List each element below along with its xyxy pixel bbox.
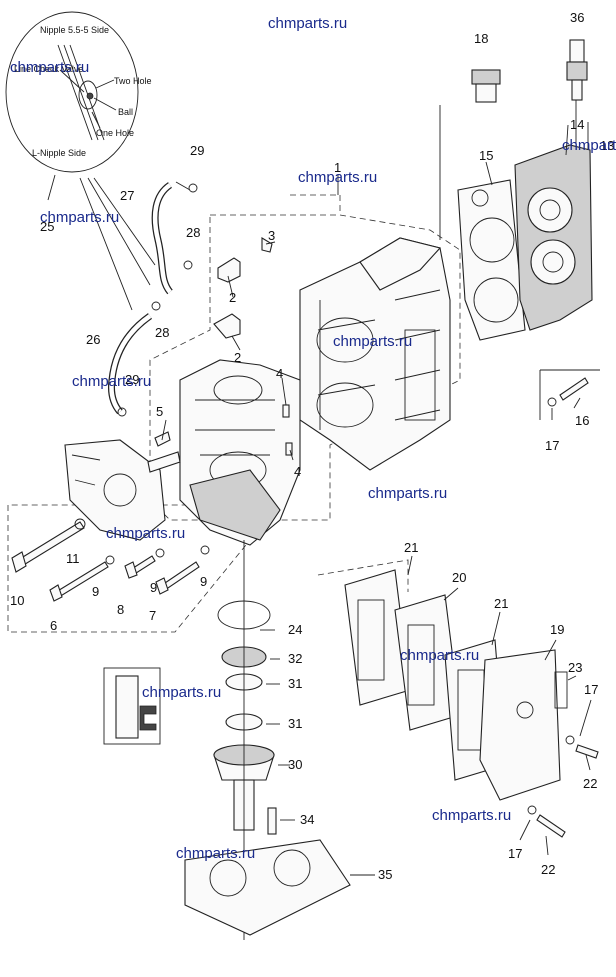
- callout-13: 13: [600, 138, 614, 153]
- elbow-nipples: [213, 237, 273, 339]
- callout-4b: 4: [294, 464, 301, 479]
- callout-1: 1: [334, 160, 341, 175]
- callout-26: 26: [86, 332, 100, 347]
- callout-22b: 22: [541, 862, 555, 877]
- hose-clips: [117, 183, 198, 417]
- callout-34: 34: [300, 812, 314, 827]
- callout-21b: 21: [494, 596, 508, 611]
- watermark-10: chmparts.ru: [400, 647, 479, 664]
- bearing-detail-inset: [103, 667, 161, 745]
- watermark-5: chmparts.ru: [40, 209, 119, 226]
- callout-31a: 31: [288, 676, 302, 691]
- inset-check-valve-label: Line Check Valve: [14, 64, 83, 74]
- callout-17a: 17: [545, 438, 559, 453]
- callout-22a: 22: [583, 776, 597, 791]
- callout-17c: 17: [508, 846, 522, 861]
- check-valve-inset: Nipple 5.5-5 Side Line Check Valve Two H…: [5, 11, 152, 173]
- watermark-1: chmparts.ru: [268, 15, 347, 32]
- cylinder-head: [514, 144, 593, 331]
- inset-one-hole-label: One Hole: [96, 128, 134, 138]
- callout-17b: 17: [584, 682, 598, 697]
- watermark-3: chmparts.ru: [562, 137, 616, 154]
- callout-29a: 29: [190, 143, 204, 158]
- callout-30: 30: [288, 757, 302, 772]
- callout-9a: 9: [92, 584, 99, 599]
- callout-16: 16: [575, 413, 589, 428]
- callout-2a: 2: [229, 290, 236, 305]
- watermarks: chmparts.ru chmparts.ru chmparts.ru chmp…: [10, 15, 616, 862]
- callout-18: 18: [474, 31, 488, 46]
- callout-5: 5: [156, 404, 163, 419]
- callout-7: 7: [149, 608, 156, 623]
- callout-19: 19: [550, 622, 564, 637]
- base-gasket: [184, 839, 351, 936]
- cylinder-block: [299, 237, 451, 471]
- inset-ball-label: Ball: [118, 107, 133, 117]
- watermark-6: chmparts.ru: [333, 333, 412, 350]
- callout-9b: 9: [150, 580, 157, 595]
- callout-24: 24: [288, 622, 302, 637]
- fuel-hose-27: [151, 181, 191, 295]
- callout-14: 14: [570, 117, 584, 132]
- callout-15: 15: [479, 148, 493, 163]
- seal-stack: [213, 540, 277, 940]
- callout-23: 23: [568, 660, 582, 675]
- callout-28a: 28: [186, 225, 200, 240]
- spark-plug: [566, 39, 588, 101]
- cylinder-head-gasket: [457, 179, 526, 341]
- watermark-13: chmparts.ru: [176, 845, 255, 862]
- callout-27: 27: [120, 188, 134, 203]
- callout-2b: 2: [234, 350, 241, 365]
- callout-3: 3: [268, 228, 275, 243]
- crankcase-bolts: [11, 431, 210, 602]
- callout-4a: 4: [276, 366, 283, 381]
- reed-valve-plates: [317, 559, 568, 801]
- crankcase: [179, 359, 301, 546]
- watermark-8: chmparts.ru: [368, 485, 447, 502]
- callout-32: 32: [288, 651, 302, 666]
- callout-21a: 21: [404, 540, 418, 555]
- watermark-7: chmparts.ru: [72, 373, 151, 390]
- leader-lines: [161, 122, 592, 876]
- callout-36: 36: [570, 10, 584, 25]
- inset-title: Nipple 5.5-5 Side: [40, 25, 109, 35]
- watermark-4: chmparts.ru: [298, 169, 377, 186]
- exhaust-cover: [64, 439, 166, 541]
- callout-11: 11: [66, 551, 80, 566]
- callout-28b: 28: [155, 325, 169, 340]
- callout-31b: 31: [288, 716, 302, 731]
- inset-two-hole-label: Two Hole: [114, 76, 152, 86]
- fuel-hose-26: [108, 313, 153, 415]
- assembly-outline: [149, 214, 461, 521]
- watermark-12: chmparts.ru: [432, 807, 511, 824]
- callout-8: 8: [117, 602, 124, 617]
- callout-20: 20: [452, 570, 466, 585]
- callout-35: 35: [378, 867, 392, 882]
- plug-18: [471, 69, 501, 103]
- watermark-11: chmparts.ru: [142, 684, 221, 701]
- callout-numbers: 1 2 2 3 4 4 5 6 7 8 9 9 9 10 11 13 14 15…: [10, 10, 614, 882]
- watermark-9: chmparts.ru: [106, 525, 185, 542]
- callout-29b: 29: [125, 372, 139, 387]
- callout-10: 10: [10, 593, 24, 608]
- watermark-2: chmparts.ru: [10, 59, 89, 76]
- callout-6: 6: [50, 618, 57, 633]
- inset-bottom-label: L-Nipple Side: [32, 148, 86, 158]
- callout-25: 25: [40, 219, 54, 234]
- callout-9c: 9: [200, 574, 207, 589]
